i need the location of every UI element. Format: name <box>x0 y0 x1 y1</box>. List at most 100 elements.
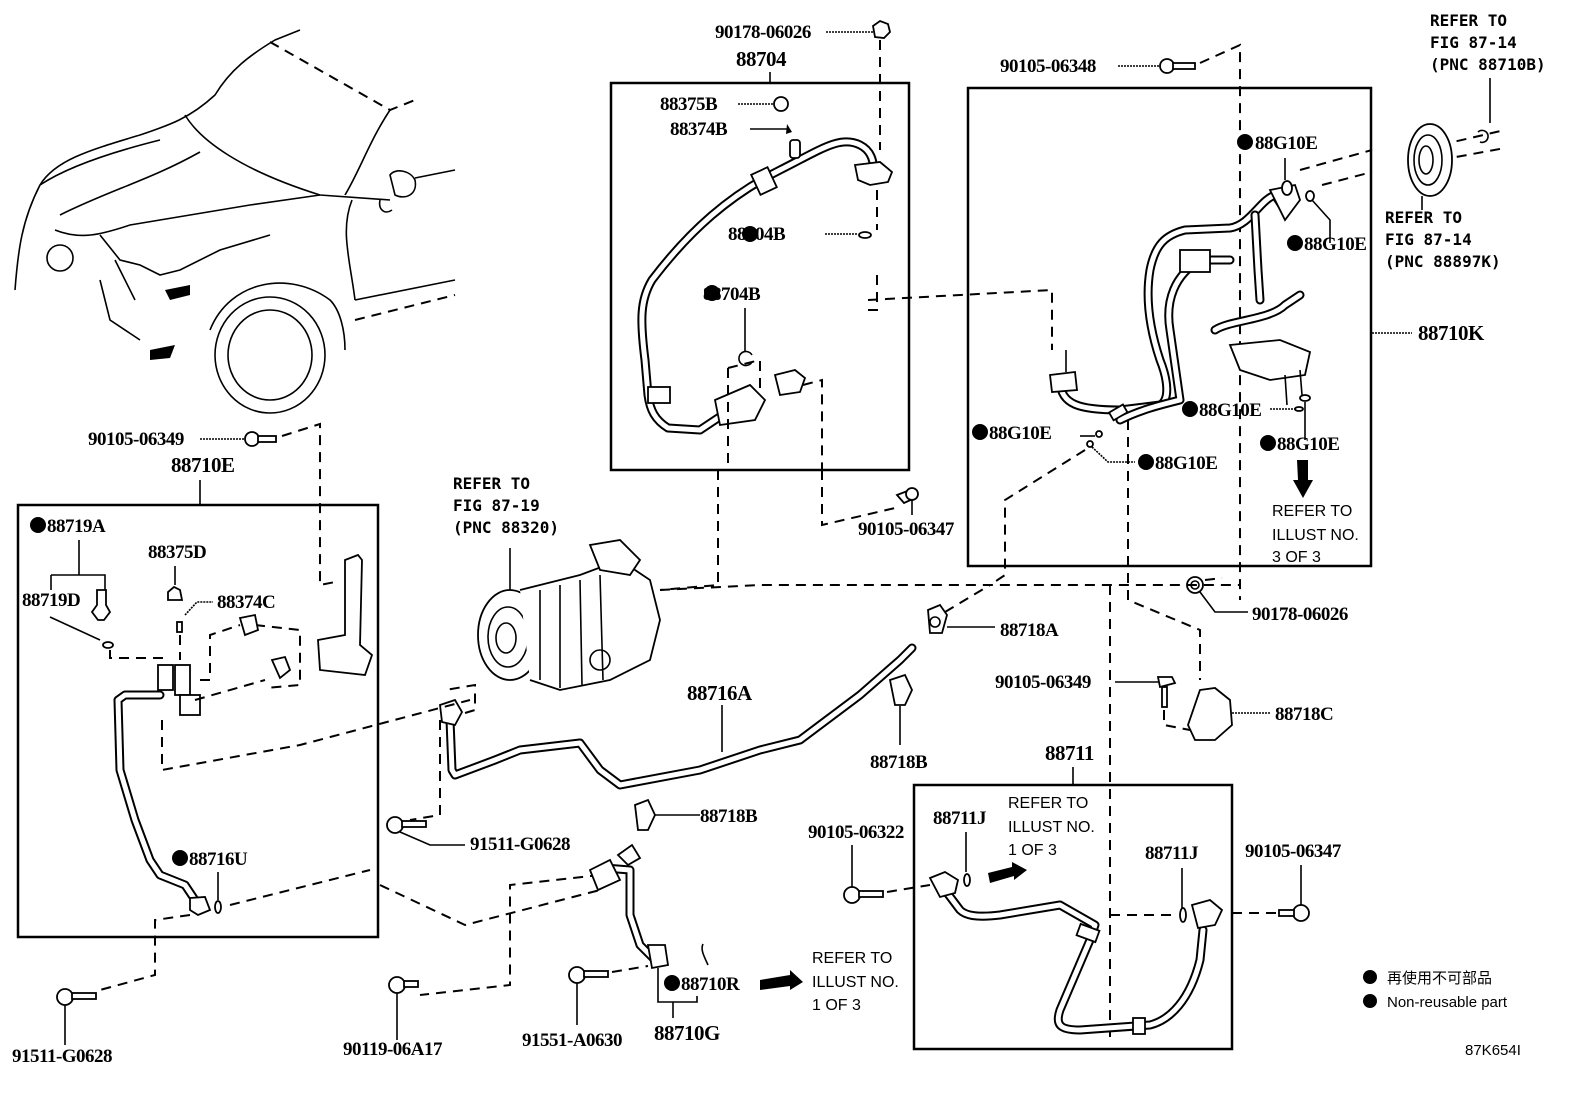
bolt-91511-G0628-left-icon <box>56 988 74 1006</box>
part-label-88711J-2[interactable]: 88711J <box>1145 843 1198 864</box>
refer-illust-3of3-line2[interactable]: ILLUST NO. <box>1272 527 1359 544</box>
part-label-88375B[interactable]: 88375B <box>660 94 719 115</box>
bracket-icon <box>317 553 374 676</box>
legend-dot-icon <box>1363 970 1377 984</box>
part-label-91551-A0630[interactable]: 91551-A0630 <box>522 1030 623 1051</box>
non-reusable-dot-icon <box>1138 454 1154 470</box>
assembly-label-88710E[interactable]: 88710E <box>171 453 235 477</box>
assembly-box-88711 <box>912 783 1234 1051</box>
bolt-91551-A0630-icon <box>568 966 586 984</box>
part-label-88718A[interactable]: 88718A <box>1000 620 1060 641</box>
nut-90178-06026-icon <box>872 19 891 39</box>
part-label-88710G[interactable]: 88710G <box>654 1021 721 1045</box>
refer-illust-1of3-line3[interactable]: 1 OF 3 <box>812 997 861 1014</box>
bolt-90105-06347-mid <box>895 487 919 505</box>
clip-88718B-2-icon <box>634 798 656 831</box>
non-reusable-dot-icon <box>1287 235 1303 251</box>
part-label-88374B[interactable]: 88374B <box>670 119 729 140</box>
right-arrow-icon <box>760 970 803 990</box>
part-label-88G10E-1[interactable]: 88G10E <box>1255 133 1318 154</box>
refer-fig-87-19-line1[interactable]: REFER TO <box>453 474 530 493</box>
pressure-switch-88719D-icon <box>90 589 112 621</box>
part-label-90105-06349-top[interactable]: 90105-06349 <box>88 429 184 450</box>
part-label-88718B-2[interactable]: 88718B <box>700 806 759 827</box>
part-label-88716U[interactable]: 88716U <box>189 849 249 870</box>
legend: 再使用不可部品 Non-reusable part 87K654I <box>1363 970 1521 1059</box>
assembly-label-88710K[interactable]: 88710K <box>1418 321 1486 345</box>
part-label-88719A[interactable]: 88719A <box>47 516 107 537</box>
legend-dot-icon <box>1363 994 1377 1008</box>
part-label-88719D[interactable]: 88719D <box>22 590 81 611</box>
non-reusable-dot-icon <box>704 285 720 301</box>
part-label-90105-06348[interactable]: 90105-06348 <box>1000 56 1096 77</box>
refer-fig-87-14-a-line2[interactable]: FIG 87-14 <box>1430 33 1517 52</box>
non-reusable-dot-icon <box>664 975 680 991</box>
part-label-91511-G0628-mid[interactable]: 91511-G0628 <box>470 834 571 855</box>
part-label-88718C[interactable]: 88718C <box>1275 704 1334 725</box>
bracket-88718C-icon <box>1187 687 1233 741</box>
part-label-88718B-1[interactable]: 88718B <box>870 752 929 773</box>
assembly-box-88710E <box>16 503 380 939</box>
legend-label-ja: 再使用不可部品 <box>1387 970 1492 987</box>
assembly-88710K: 90105-06348 88710K 88G10E 88G1 <box>867 43 1486 680</box>
assembly-88711: 88711 90105-06322 88711J REFER TO ILLUST… <box>808 741 1342 1051</box>
bolt-90105-06322-icon <box>843 886 861 904</box>
part-label-88G10E-6[interactable]: 88G10E <box>1155 453 1218 474</box>
vehicle-illustration <box>14 29 456 414</box>
non-reusable-dot-icon <box>30 517 46 533</box>
non-reusable-dot-icon <box>742 226 758 242</box>
refer-illust-1of3-line1[interactable]: REFER TO <box>812 950 892 967</box>
refer-fig-87-14-b-line3[interactable]: (PNC 88897K) <box>1385 252 1501 271</box>
part-label-90105-06349-right[interactable]: 90105-06349 <box>995 672 1091 693</box>
assembly-box-88710K <box>966 86 1373 568</box>
refer-illust-3of3-line3[interactable]: 3 OF 3 <box>1272 549 1321 566</box>
refer-fig-87-19-line2[interactable]: FIG 87-19 <box>453 496 540 515</box>
non-reusable-dot-icon <box>1182 401 1198 417</box>
part-label-88711J-1[interactable]: 88711J <box>933 808 986 829</box>
refer-88711-line2[interactable]: ILLUST NO. <box>1008 819 1095 836</box>
non-reusable-dot-icon <box>1237 134 1253 150</box>
assembly-label-88711[interactable]: 88711 <box>1045 741 1094 765</box>
bolt-91511-G0628-mid-icon <box>386 816 404 834</box>
part-label-88710R[interactable]: 88710R <box>681 974 741 995</box>
refer-fig-87-14-b-line1[interactable]: REFER TO <box>1385 208 1462 227</box>
right-arrow-icon <box>988 862 1027 883</box>
part-label-88374C[interactable]: 88374C <box>217 592 276 613</box>
part-label-88G10E-2[interactable]: 88G10E <box>1304 234 1367 255</box>
non-reusable-dot-icon <box>972 424 988 440</box>
cap-88375B-icon <box>773 96 789 112</box>
bolt-90105-06349-right-icon <box>1156 676 1177 689</box>
assembly-88704: 90178-06026 88704 88375B 88374B 88704B 8… <box>609 19 911 472</box>
clip-88718B-icon <box>888 673 913 706</box>
part-label-88G10E-4[interactable]: 88G10E <box>1277 434 1340 455</box>
part-label-90105-06347-right[interactable]: 90105-06347 <box>1245 841 1342 862</box>
refer-fig-87-19-line3[interactable]: (PNC 88320) <box>453 518 559 537</box>
refer-illust-1of3-line2[interactable]: ILLUST NO. <box>812 974 899 991</box>
part-label-88716A[interactable]: 88716A <box>687 681 754 705</box>
part-label-90178-06026[interactable]: 90178-06026 <box>715 22 811 43</box>
part-label-90105-06347-mid[interactable]: 90105-06347 <box>858 519 955 540</box>
refer-88711-line3[interactable]: 1 OF 3 <box>1008 842 1057 859</box>
compressor: REFER TO FIG 87-19 (PNC 88320) <box>453 474 1240 1040</box>
refer-fig-87-14-a-line1[interactable]: REFER TO <box>1430 11 1507 30</box>
assembly-88710E: 90105-06349 88710E 88719A 88719D 88375D … <box>16 422 471 991</box>
refer-fig-87-14-a-line3[interactable]: (PNC 88710B) <box>1430 55 1546 74</box>
assembly-label-88704[interactable]: 88704 <box>736 47 788 71</box>
part-label-88375D[interactable]: 88375D <box>148 542 207 563</box>
part-label-90178-06026-right[interactable]: 90178-06026 <box>1252 604 1348 625</box>
part-label-90119-06A17[interactable]: 90119-06A17 <box>343 1039 444 1060</box>
bolt-90105-06349-top-icon <box>244 431 260 447</box>
refer-illust-3of3-line1[interactable]: REFER TO <box>1272 503 1352 520</box>
part-label-88G10E-3[interactable]: 88G10E <box>1199 400 1262 421</box>
reference-fig-87-14: REFER TO FIG 87-14 (PNC 88710B) REFER TO… <box>1385 11 1546 271</box>
non-reusable-dot-icon <box>172 850 188 866</box>
part-label-90105-06322[interactable]: 90105-06322 <box>808 822 904 843</box>
figure-id: 87K654I <box>1465 1042 1521 1059</box>
part-label-88G10E-5[interactable]: 88G10E <box>989 423 1052 444</box>
refer-fig-87-14-b-line2[interactable]: FIG 87-14 <box>1385 230 1472 249</box>
down-arrow-icon <box>1293 460 1313 498</box>
assembly-box-88704 <box>609 81 911 472</box>
refer-88711-line1[interactable]: REFER TO <box>1008 795 1088 812</box>
part-label-91511-G0628-left[interactable]: 91511-G0628 <box>12 1046 113 1067</box>
